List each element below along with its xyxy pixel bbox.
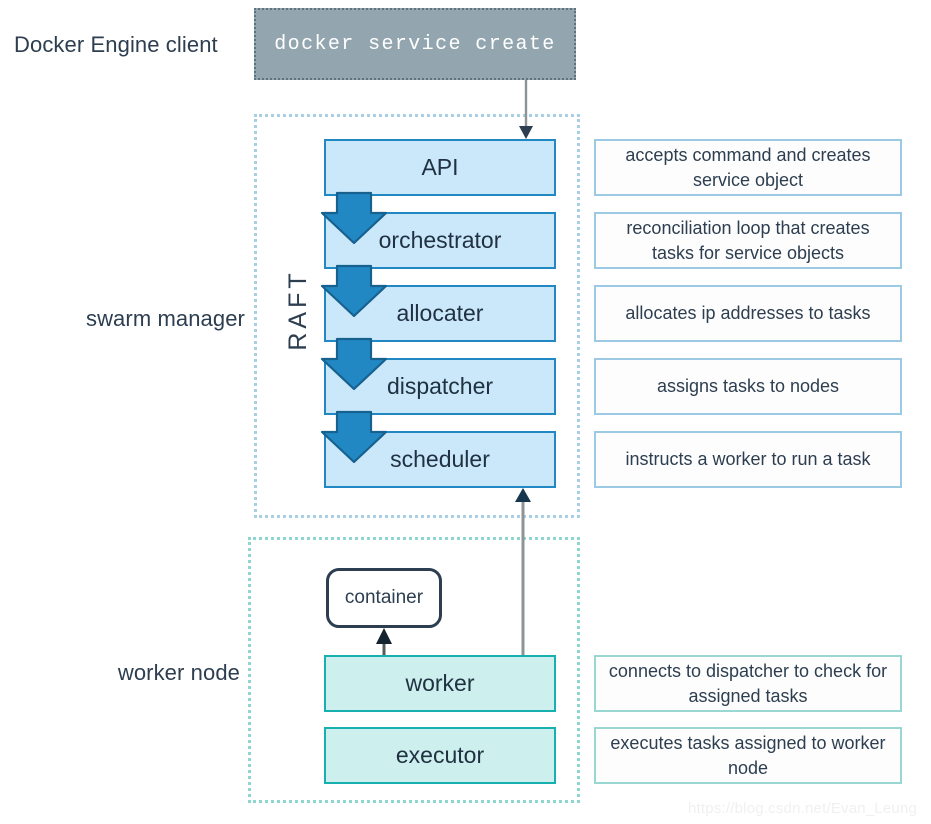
- watermark: https://blog.csdn.net/Evan_Leung: [688, 800, 918, 817]
- raft-label: RAFT: [284, 269, 312, 351]
- worker-node-label: worker node: [117, 660, 240, 685]
- note-worker: connects to dispatcher to check for assi…: [594, 655, 902, 712]
- manager-block-dispatcher[interactable]: dispatcher: [324, 358, 556, 415]
- note-api: accepts command and creates service obje…: [594, 139, 902, 196]
- note-orchestrator: reconciliation loop that creates tasks f…: [594, 212, 902, 269]
- client-label: Docker Engine client: [14, 32, 218, 57]
- container-box[interactable]: container: [326, 568, 442, 628]
- note-scheduler: instructs a worker to run a task: [594, 431, 902, 488]
- note-dispatcher: assigns tasks to nodes: [594, 358, 902, 415]
- docker-command-text: docker service create: [274, 32, 556, 56]
- manager-block-api[interactable]: API: [324, 139, 556, 196]
- manager-block-orchestrator[interactable]: orchestrator: [324, 212, 556, 269]
- manager-block-allocater[interactable]: allocater: [324, 285, 556, 342]
- manager-block-scheduler[interactable]: scheduler: [324, 431, 556, 488]
- note-allocater: allocates ip addresses to tasks: [594, 285, 902, 342]
- worker-block-executor[interactable]: executor: [324, 727, 556, 784]
- swarm-manager-region: [254, 114, 580, 518]
- note-executor: executes tasks assigned to worker node: [594, 727, 902, 784]
- worker-node-region: [248, 537, 580, 803]
- worker-block-worker[interactable]: worker: [324, 655, 556, 712]
- swarm-manager-label: swarm manager: [85, 306, 245, 331]
- docker-command-box[interactable]: docker service create: [254, 8, 576, 80]
